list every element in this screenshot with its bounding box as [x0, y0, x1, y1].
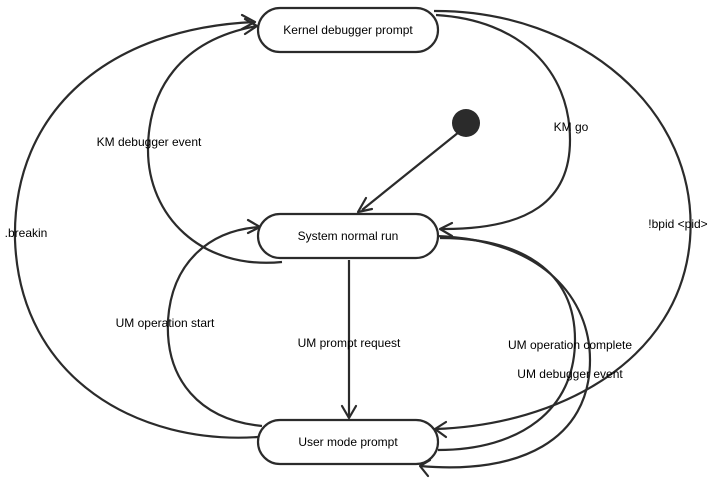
label-um-operation-complete: UM operation complete	[508, 338, 632, 352]
state-user-mode-prompt[interactable]: User mode prompt	[256, 418, 440, 466]
arrowhead-icon	[240, 13, 257, 31]
edge-km-debugger-event	[146, 17, 283, 264]
label-km-debugger-event: KM debugger event	[97, 135, 202, 149]
initial-transition	[356, 109, 480, 214]
label-um-operation-start: UM operation start	[116, 316, 215, 330]
state-label: Kernel debugger prompt	[283, 23, 413, 37]
state-label: User mode prompt	[298, 435, 398, 449]
state-label: System normal run	[298, 229, 399, 243]
arrowhead-icon	[340, 404, 358, 420]
arrowhead-icon	[356, 196, 374, 214]
label-um-prompt-request: UM prompt request	[298, 336, 401, 350]
arrowhead-icon	[438, 221, 454, 238]
state-kernel-debugger-prompt[interactable]: Kernel debugger prompt	[256, 6, 440, 54]
label-breakin: .breakin	[5, 226, 48, 240]
label-km-go: KM go	[554, 120, 589, 134]
edge-um-prompt-request	[340, 260, 358, 420]
arrowhead-icon	[243, 17, 259, 36]
state-system-normal-run[interactable]: System normal run	[256, 212, 440, 260]
label-bpid: !bpid <pid>	[648, 217, 707, 231]
label-um-debugger-event: UM debugger event	[517, 367, 623, 381]
edge-km-go	[435, 13, 572, 238]
edge-breakin	[13, 13, 259, 439]
initial-state-dot	[452, 109, 480, 137]
